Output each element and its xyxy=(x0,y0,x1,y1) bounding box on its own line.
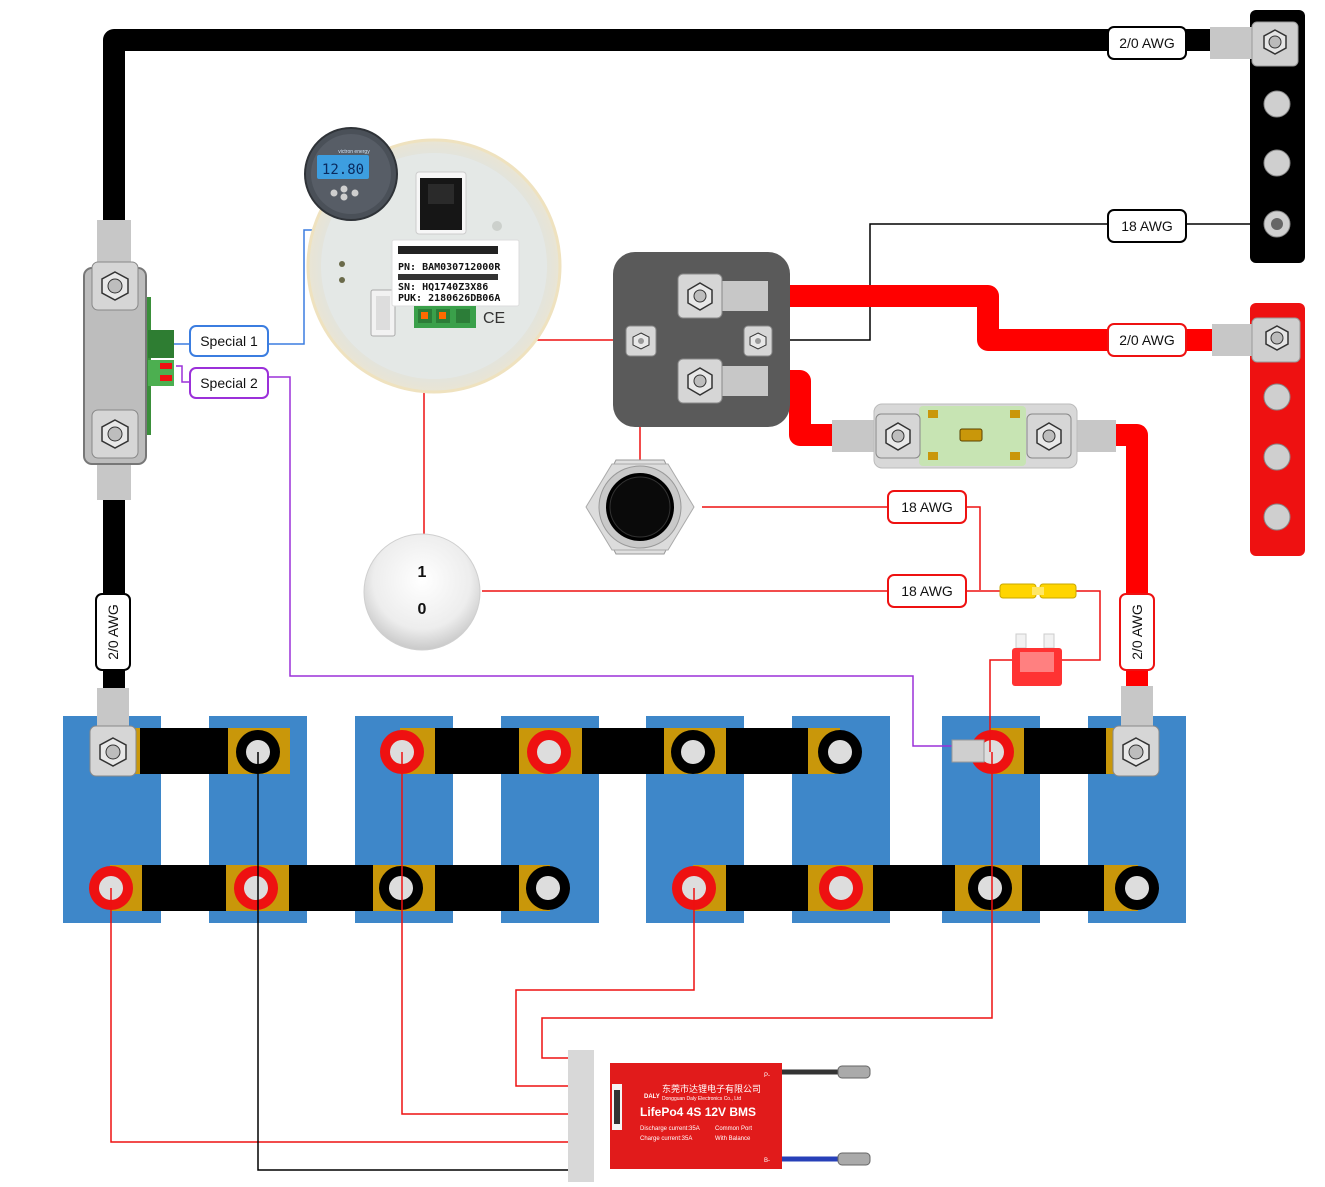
svg-text:2/0 AWG: 2/0 AWG xyxy=(105,604,121,660)
battery-terminals xyxy=(89,730,1159,910)
shunt xyxy=(83,220,174,500)
special2-wire xyxy=(176,365,190,383)
label-special1: Special 1 xyxy=(189,325,269,357)
terminal-positive xyxy=(527,730,571,774)
label-awg-18-top: 18 AWG xyxy=(1107,209,1187,243)
terminal-negative xyxy=(968,866,1012,910)
solenoid-neg-wire xyxy=(758,223,1108,341)
bms-p-minus: P- xyxy=(764,1073,770,1079)
monitor-brand: victron energy xyxy=(338,149,370,155)
switch-on-label: 1 xyxy=(418,564,427,581)
svg-text:2/0 AWG: 2/0 AWG xyxy=(1119,332,1175,348)
inline-fuse xyxy=(1012,633,1062,686)
fuse-wire-2 xyxy=(989,659,1012,752)
monitor-pn: PN: BAM030712000R xyxy=(398,262,501,273)
bms-b-minus: B- xyxy=(764,1158,770,1164)
balance-wire-2 xyxy=(401,752,570,1115)
special2-lug xyxy=(951,739,985,763)
bms-balance: With Balance xyxy=(715,1136,751,1142)
svg-text:2/0 AWG: 2/0 AWG xyxy=(1129,604,1145,660)
balance-wire-3 xyxy=(515,888,695,1087)
main-switch[interactable]: 1 0 xyxy=(363,533,481,651)
terminal-negative xyxy=(1115,866,1159,910)
svg-text:18 AWG: 18 AWG xyxy=(901,583,953,599)
special2-wire-2 xyxy=(268,376,960,747)
bms-logo: DALY xyxy=(644,1094,660,1100)
balance-wire-4 xyxy=(541,752,993,1059)
svg-text:2/0 AWG: 2/0 AWG xyxy=(1119,35,1175,51)
label-awg-red: 2/0 AWG xyxy=(1107,323,1187,357)
svg-text:Special 1: Special 1 xyxy=(200,333,258,349)
svg-text:Special 2: Special 2 xyxy=(200,375,258,391)
battery-positive-lug xyxy=(1112,686,1160,777)
bms-discharge: Discharge current:35A xyxy=(640,1126,700,1132)
terminal-negative xyxy=(526,866,570,910)
terminal-positive xyxy=(234,866,278,910)
push-button[interactable] xyxy=(585,459,695,555)
positive-busbar xyxy=(1212,303,1305,556)
switch-off-label: 0 xyxy=(418,601,427,618)
terminal-negative xyxy=(671,730,715,774)
bms-company-cn: 东莞市达锂电子有限公司 xyxy=(662,1083,761,1095)
monitor-ce: CE xyxy=(483,310,505,327)
monitor-display-value: 12.80 xyxy=(322,162,364,178)
label-awg-right-vertical: 2/0 AWG xyxy=(1119,593,1155,671)
label-awg-18-low: 18 AWG xyxy=(887,574,967,608)
terminal-negative xyxy=(379,866,423,910)
label-awg-top: 2/0 AWG xyxy=(1107,26,1187,60)
bms: DALY 东莞市达锂电子有限公司 Dongguan Daly Electroni… xyxy=(568,1050,871,1182)
svg-text:18 AWG: 18 AWG xyxy=(1121,218,1173,234)
monitor-puk: PUK: 2180626DB06A xyxy=(398,293,500,304)
balance-wire-neg xyxy=(257,752,570,1171)
solenoid xyxy=(613,252,790,427)
bms-charge: Charge current:35A xyxy=(640,1136,692,1142)
bms-common-port: Common Port xyxy=(715,1126,752,1132)
battery-negative-lug xyxy=(89,688,137,777)
bms-title: LifePo4 4S 12V BMS xyxy=(640,1105,756,1119)
main-fuse xyxy=(832,403,1116,469)
butt-connector xyxy=(999,583,1077,599)
monitor-sn: SN: HQ1740Z3X86 xyxy=(398,282,488,293)
terminal-positive xyxy=(819,866,863,910)
terminal-negative xyxy=(818,730,862,774)
label-awg-18-mid: 18 AWG xyxy=(887,490,967,524)
bms-company-en: Dongguan Daly Electronics Co., Ltd xyxy=(662,1096,741,1102)
negative-busbar xyxy=(1210,10,1305,263)
label-awg-left-vertical: 2/0 AWG xyxy=(95,593,131,671)
awg-labels: 2/0 AWG 18 AWG 2/0 AWG 18 AWG 18 AWG 2/0… xyxy=(95,26,1187,671)
svg-text:18 AWG: 18 AWG xyxy=(901,499,953,515)
balance-wire-1 xyxy=(110,888,570,1143)
fuse-wire xyxy=(1062,590,1101,661)
monitor-display: 12.80 victron energy xyxy=(304,127,398,221)
button-wire-2 xyxy=(966,506,981,590)
label-special2: Special 2 xyxy=(189,367,269,399)
